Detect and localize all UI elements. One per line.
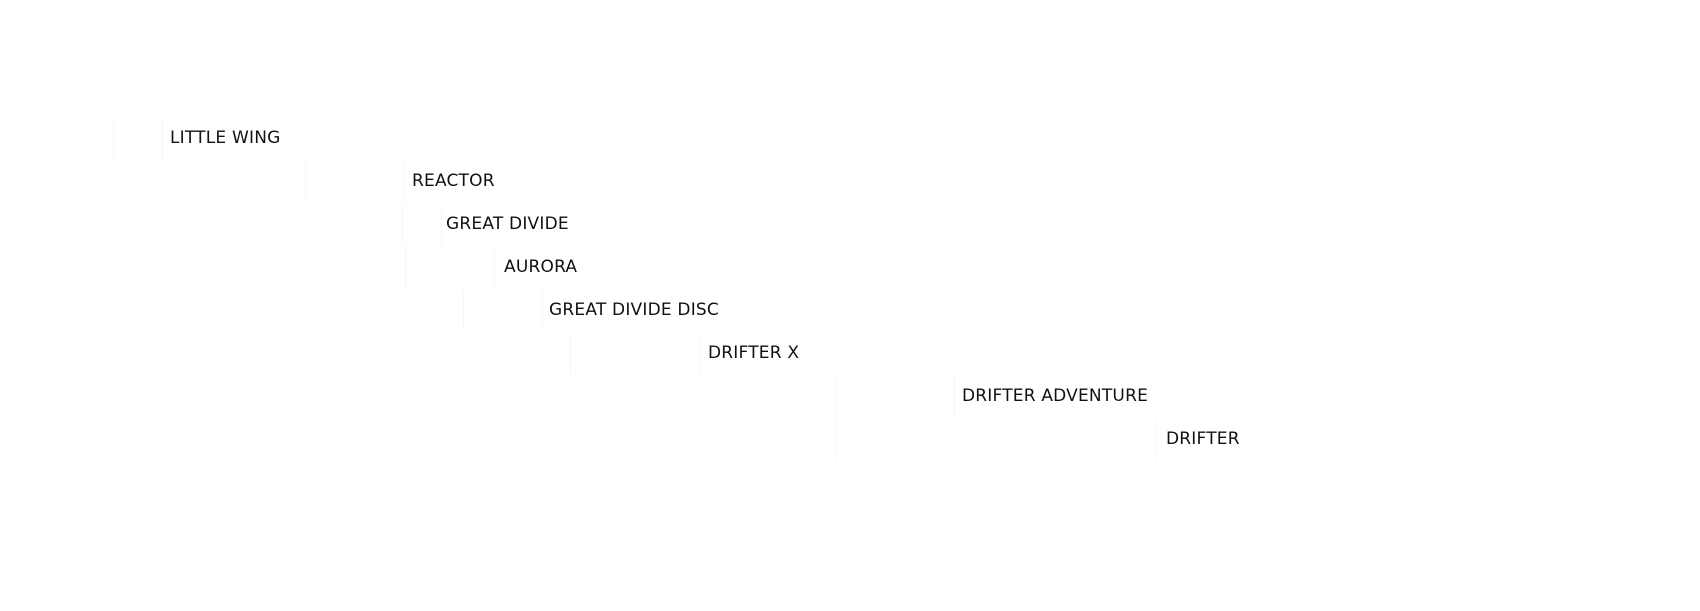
range-bar [463, 291, 543, 331]
range-bar [305, 162, 405, 202]
model-label[interactable]: DRIFTER [1166, 429, 1240, 449]
model-label[interactable]: GREAT DIVIDE DISC [549, 300, 719, 320]
range-bar [835, 377, 955, 417]
range-bar [402, 205, 442, 245]
range-bar [405, 248, 495, 288]
model-label[interactable]: LITTLE WING [170, 128, 281, 148]
range-bar [113, 119, 163, 159]
range-bar [836, 420, 1156, 460]
model-label[interactable]: REACTOR [412, 171, 495, 191]
model-label[interactable]: DRIFTER ADVENTURE [962, 386, 1149, 406]
model-label[interactable]: DRIFTER X [708, 343, 800, 363]
model-label[interactable]: AURORA [504, 257, 578, 277]
range-bar [570, 334, 700, 374]
model-label[interactable]: GREAT DIVIDE [446, 214, 569, 234]
